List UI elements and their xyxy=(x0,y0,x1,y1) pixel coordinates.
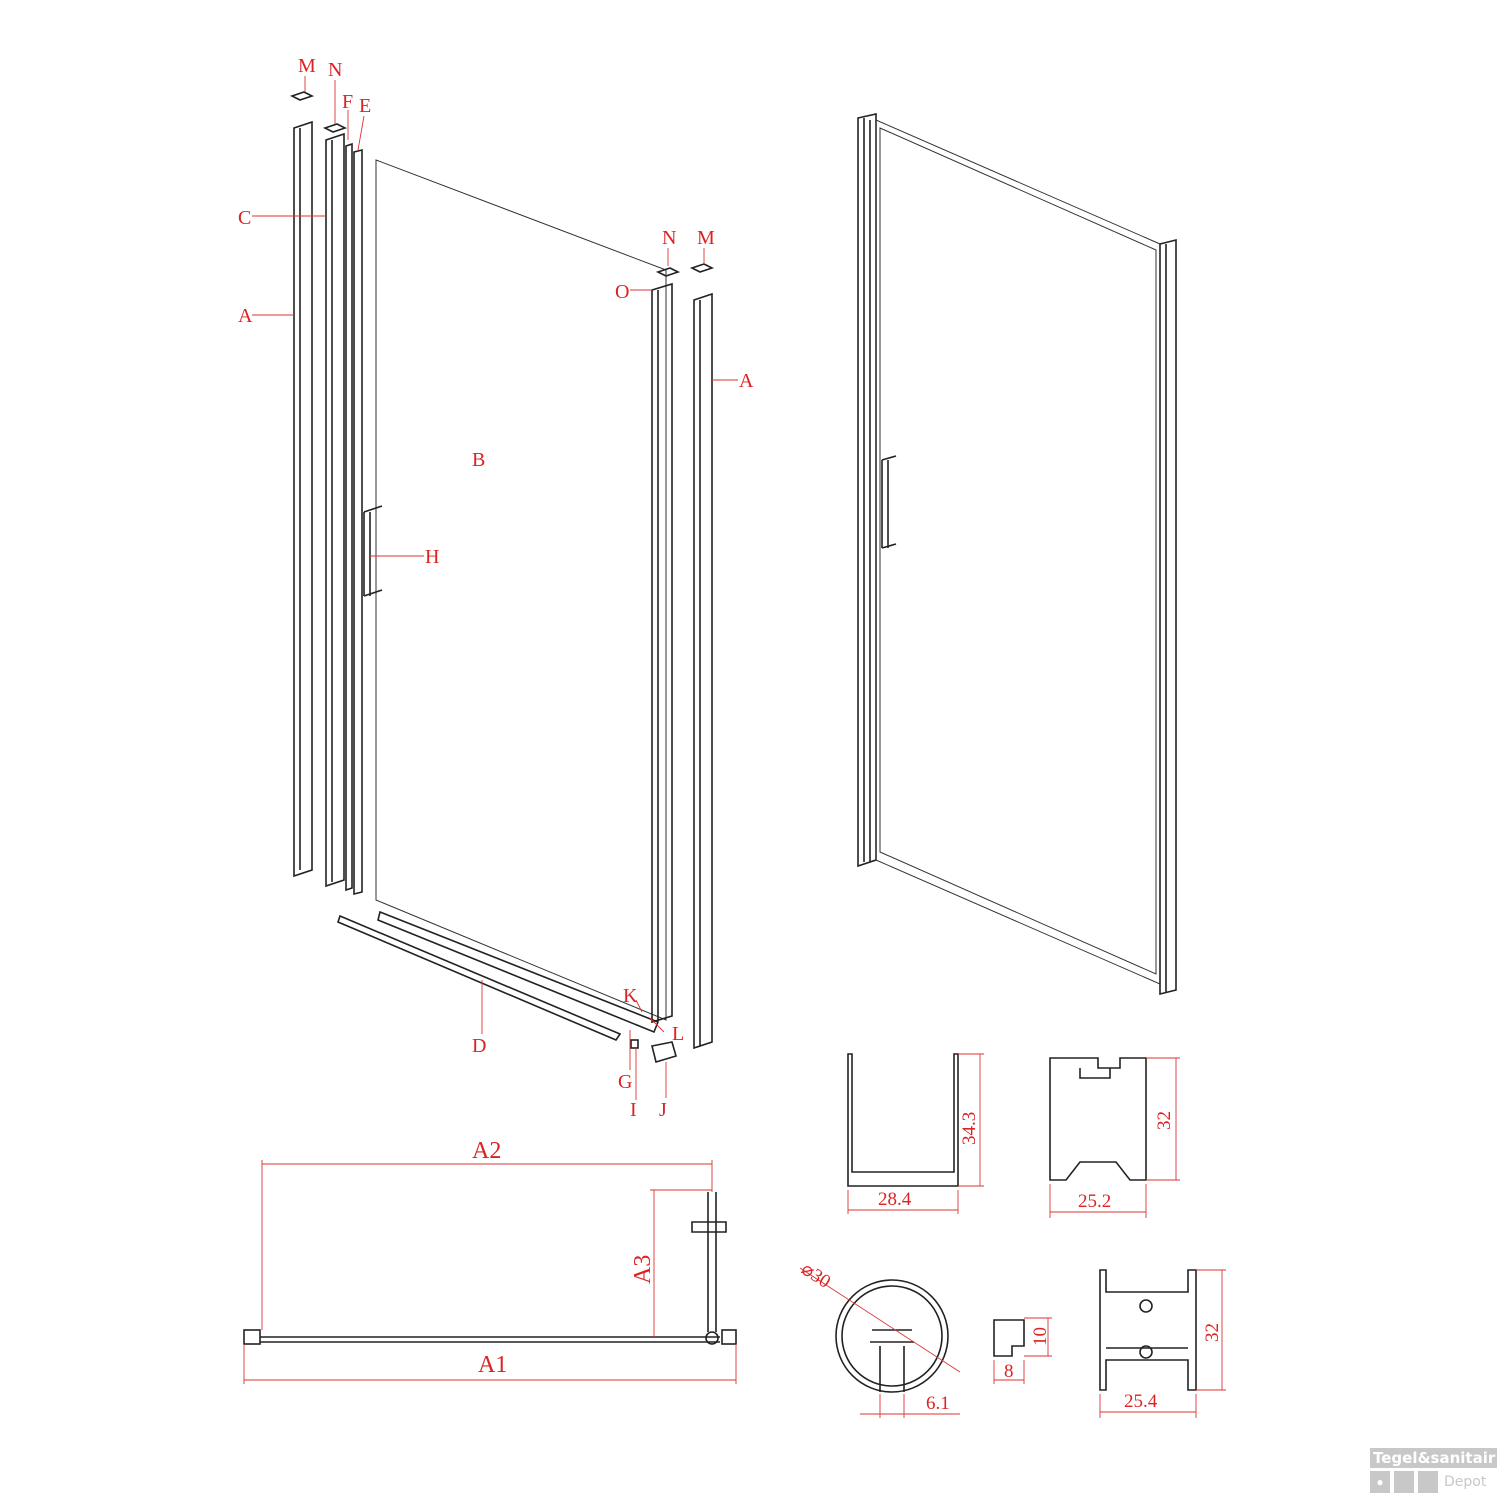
hinge-width: 25.4 xyxy=(1124,1391,1158,1412)
dimension-a1: A1 xyxy=(478,1352,507,1378)
logo-top-text: Tegel&sanitair xyxy=(1370,1448,1497,1468)
leader-lines xyxy=(252,76,738,1100)
label-i: I xyxy=(630,1099,637,1121)
label-b: B xyxy=(472,449,485,471)
label-l: L xyxy=(672,1023,684,1045)
brand-logo: Tegel&sanitair ● Depot xyxy=(1370,1448,1497,1493)
part-f-seal xyxy=(345,142,353,892)
label-n-right: N xyxy=(662,227,676,249)
small-width: 8 xyxy=(1004,1361,1014,1382)
exploded-view: M N F E C A B H N M O A K L D G I J xyxy=(238,55,754,1121)
label-e: E xyxy=(359,95,371,117)
label-a-left: A xyxy=(238,305,253,327)
part-i-clip xyxy=(630,1039,639,1049)
logo-bottom-text: Depot xyxy=(1444,1474,1487,1490)
u-channel-width: 28.4 xyxy=(878,1189,912,1210)
label-f: F xyxy=(342,91,353,113)
dimension-a3: A3 xyxy=(630,1255,656,1284)
label-g: G xyxy=(618,1071,632,1093)
part-m-right-cap xyxy=(689,263,715,273)
small-height: 10 xyxy=(1030,1327,1051,1346)
assembled-handle xyxy=(881,455,897,549)
water-drop-icon: ● xyxy=(1370,1471,1390,1493)
part-d-bottom-profile xyxy=(337,910,660,1041)
label-j: J xyxy=(659,1099,667,1121)
part-h-handle xyxy=(363,505,383,597)
part-b-glass-panel xyxy=(375,159,667,1021)
part-a-left-profile xyxy=(293,120,313,878)
dimension-a2: A2 xyxy=(472,1138,501,1164)
profile-hinge: 32 25.4 xyxy=(1099,1269,1226,1418)
round-diameter: ⌀30 xyxy=(797,1259,834,1293)
profile-frame: 32 25.2 xyxy=(1049,1057,1180,1218)
label-m-left: M xyxy=(298,55,316,77)
label-m-right: M xyxy=(697,227,715,249)
profile-small: 10 8 xyxy=(993,1317,1052,1384)
profile-u-channel: 34.3 28.4 xyxy=(847,1053,984,1214)
label-k: K xyxy=(623,985,638,1007)
part-c-profile xyxy=(325,132,345,888)
part-m-left-cap xyxy=(289,91,315,101)
part-n-left-cap xyxy=(322,123,348,133)
label-a-right: A xyxy=(739,370,754,392)
round-slot-width: 6.1 xyxy=(926,1393,950,1414)
label-o: O xyxy=(615,281,629,303)
label-h: H xyxy=(425,546,439,568)
logo-square xyxy=(1418,1471,1438,1493)
part-j-block xyxy=(651,1041,677,1064)
frame-width: 25.2 xyxy=(1078,1191,1111,1212)
profile-round: ⌀30 6.1 xyxy=(797,1259,961,1418)
hinge-height: 32 xyxy=(1202,1323,1223,1342)
label-n-left: N xyxy=(328,59,342,81)
label-d: D xyxy=(472,1035,486,1057)
u-channel-height: 34.3 xyxy=(959,1112,980,1145)
frame-height: 32 xyxy=(1154,1111,1175,1130)
part-o-hinge-profile xyxy=(651,282,673,1024)
assembled-view xyxy=(857,113,1177,996)
part-a-right-profile xyxy=(693,292,713,1050)
part-n-right-cap xyxy=(655,267,681,277)
label-c: C xyxy=(238,207,251,229)
plan-view: A2 A1 A3 xyxy=(243,1138,737,1384)
logo-square xyxy=(1394,1471,1414,1493)
part-e-seal xyxy=(353,148,363,896)
